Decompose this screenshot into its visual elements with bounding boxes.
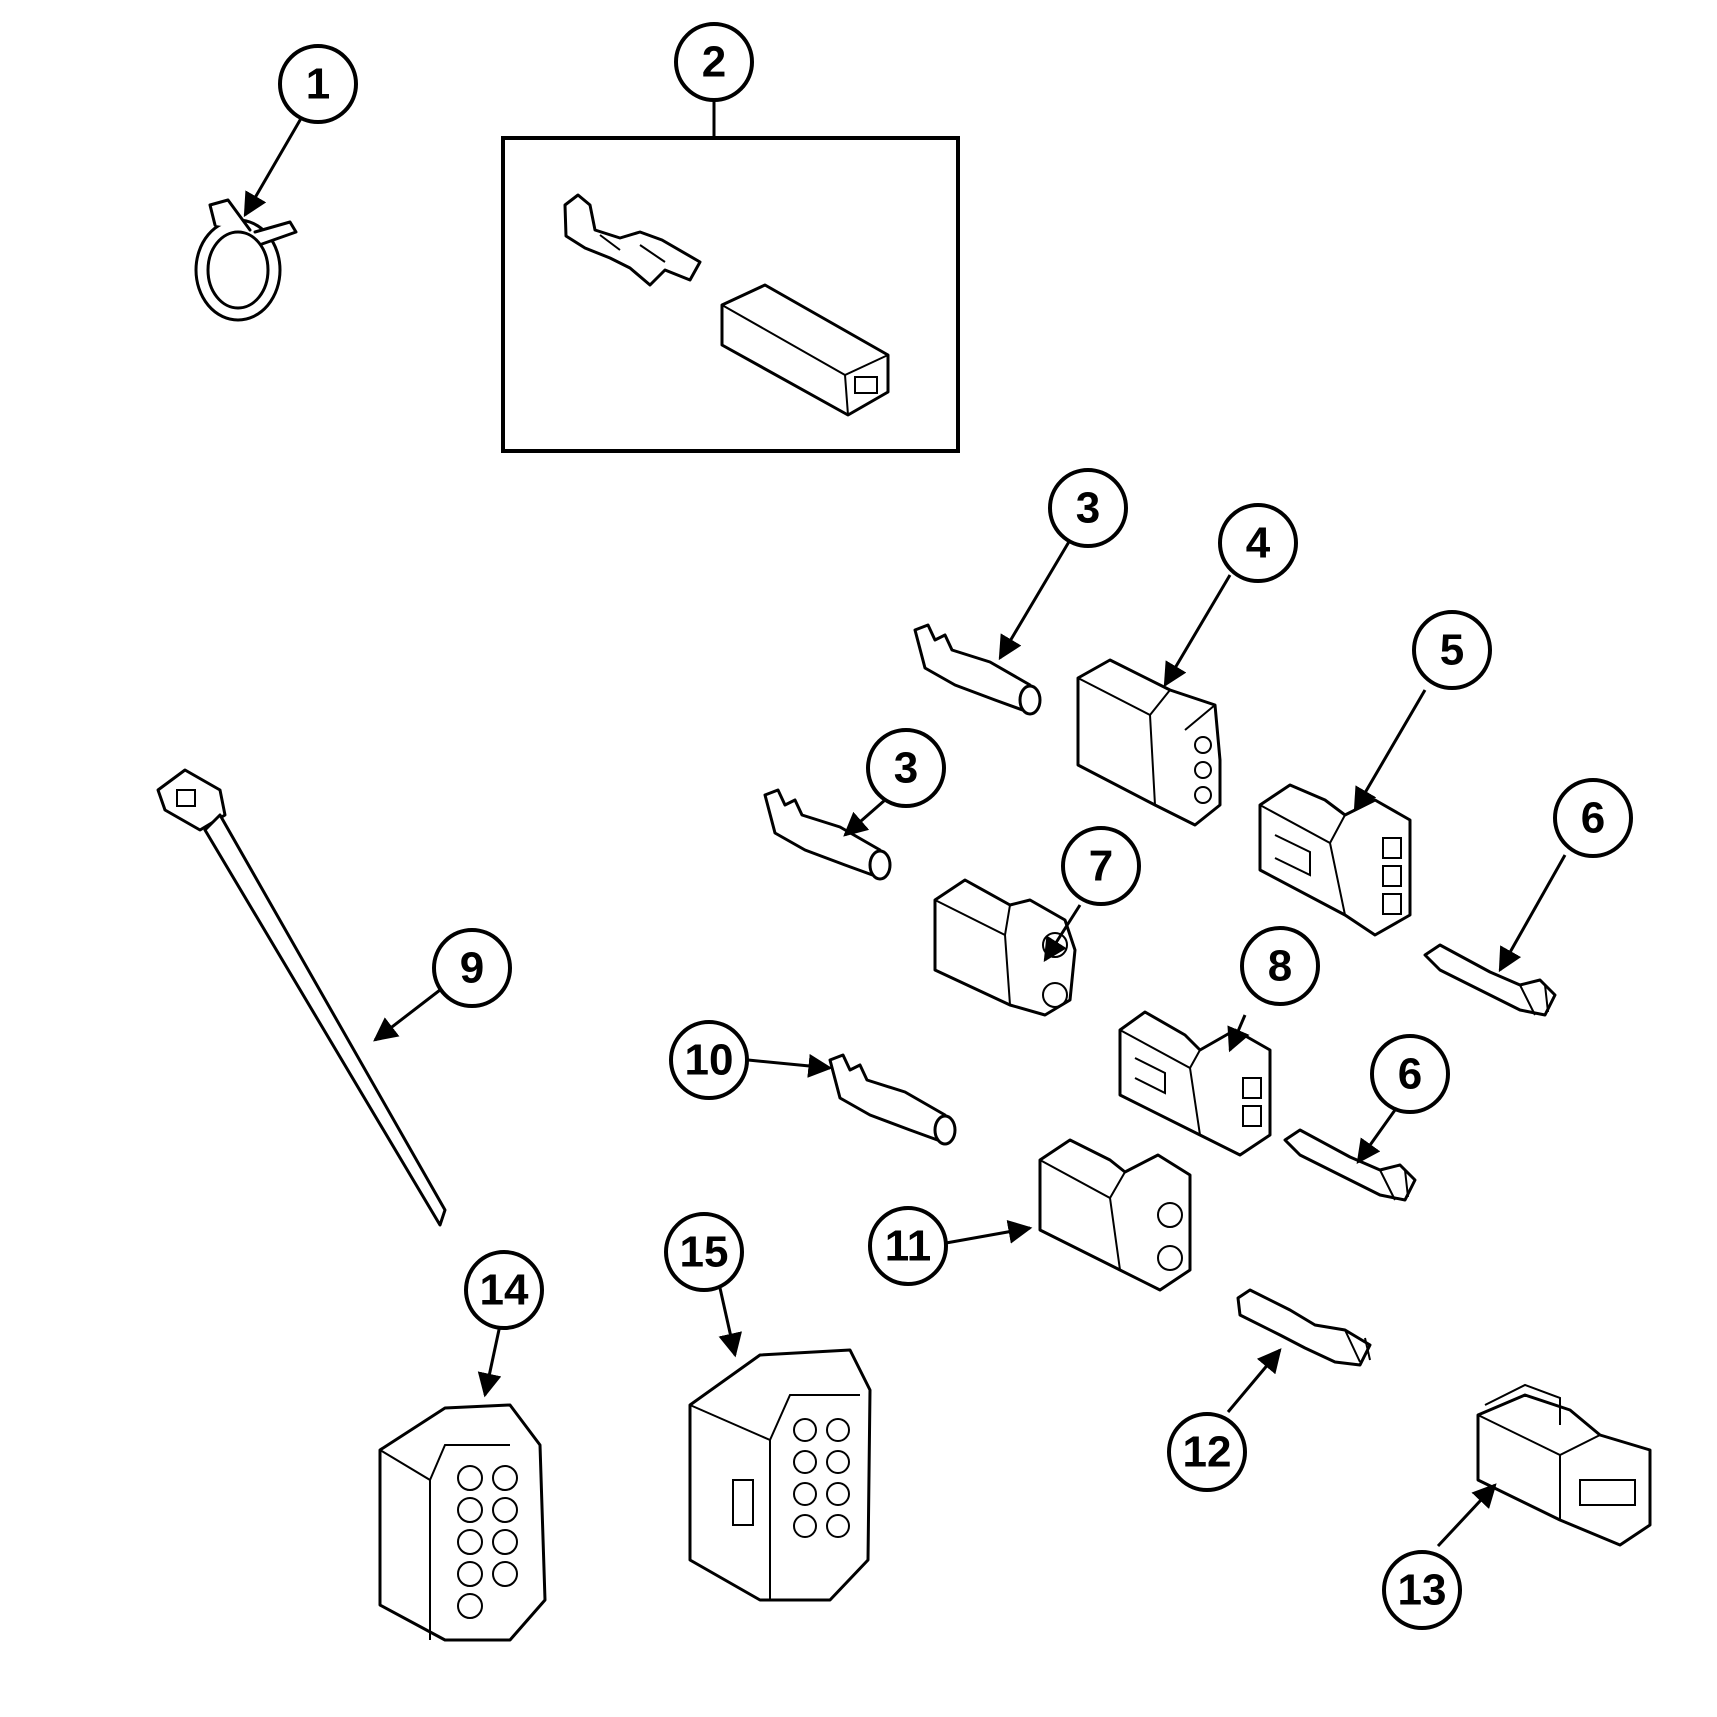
callout-14-label: 14 (480, 1266, 529, 1315)
callout-1: 1 (278, 44, 358, 124)
leader-10 (747, 1053, 833, 1078)
callout-6b: 6 (1370, 1034, 1450, 1114)
callout-12: 12 (1167, 1412, 1247, 1492)
callout-3a: 3 (1048, 468, 1128, 548)
part-14-connector (378, 1403, 547, 1642)
leader-11 (945, 1219, 1033, 1245)
part-3b-terminal (763, 788, 892, 881)
leader-7 (1043, 904, 1082, 963)
callout-4-label: 4 (1246, 519, 1271, 568)
part-5-housing (1258, 783, 1412, 937)
part-2-housing (720, 283, 890, 417)
callout-7-label: 7 (1089, 842, 1113, 891)
callout-6a: 6 (1553, 778, 1633, 858)
part-9-cable-tie (156, 768, 447, 1227)
callout-13-label: 13 (1398, 1566, 1447, 1615)
part-7-housing (933, 878, 1077, 1017)
part-4-housing (1076, 658, 1222, 827)
part-11-housing (1038, 1138, 1192, 1292)
leader-8 (1227, 1014, 1250, 1053)
leader-3a (998, 539, 1072, 661)
leader-13 (1436, 1483, 1497, 1548)
part-2-kit-box (501, 136, 960, 453)
callout-5-label: 5 (1440, 626, 1464, 675)
part-12-terminal (1236, 1288, 1372, 1367)
callout-9-label: 9 (460, 944, 484, 993)
leader-12 (1226, 1348, 1282, 1413)
part-10-terminal (828, 1053, 957, 1146)
leader-6b (1356, 1109, 1397, 1164)
part-6b-terminal (1283, 1128, 1417, 1202)
callout-10-label: 10 (685, 1036, 734, 1085)
leader-3b (843, 798, 886, 837)
callout-10: 10 (669, 1020, 749, 1100)
leader-lines (243, 98, 1567, 1548)
leader-4 (1163, 574, 1232, 688)
callout-7: 7 (1061, 826, 1141, 906)
leader-14 (477, 1324, 502, 1398)
callout-3b-label: 3 (894, 744, 918, 793)
leader-9 (373, 988, 441, 1042)
callout-9: 9 (432, 928, 512, 1008)
callout-4: 4 (1218, 503, 1298, 583)
leader-1 (243, 114, 305, 218)
callout-11: 11 (868, 1206, 948, 1286)
callout-15-label: 15 (680, 1228, 729, 1277)
callout-2: 2 (674, 22, 754, 102)
callout-8-label: 8 (1268, 942, 1292, 991)
callout-5: 5 (1412, 610, 1492, 690)
callout-6a-label: 6 (1581, 794, 1605, 843)
part-1-clamp (194, 198, 298, 322)
part-13-connector (1476, 1383, 1652, 1547)
part-15-connector (688, 1348, 872, 1602)
callout-3a-label: 3 (1076, 484, 1100, 533)
callout-13: 13 (1382, 1550, 1462, 1630)
callout-15: 15 (664, 1212, 744, 1292)
part-8-housing (1118, 1010, 1272, 1157)
part-2-terminal (563, 193, 702, 287)
callout-6b-label: 6 (1398, 1050, 1422, 1099)
callout-14: 14 (464, 1250, 544, 1330)
callout-12-label: 12 (1183, 1428, 1232, 1477)
callout-1-label: 1 (306, 60, 330, 109)
callout-3b: 3 (866, 728, 946, 808)
leader-6a (1498, 854, 1567, 973)
part-3a-terminal (913, 623, 1042, 716)
callout-2-label: 2 (702, 38, 726, 87)
callout-11-label: 11 (885, 1222, 932, 1271)
part-6a-terminal (1423, 943, 1557, 1017)
callout-8: 8 (1240, 926, 1320, 1006)
leader-5 (1353, 689, 1427, 813)
leader-15 (718, 1287, 742, 1358)
